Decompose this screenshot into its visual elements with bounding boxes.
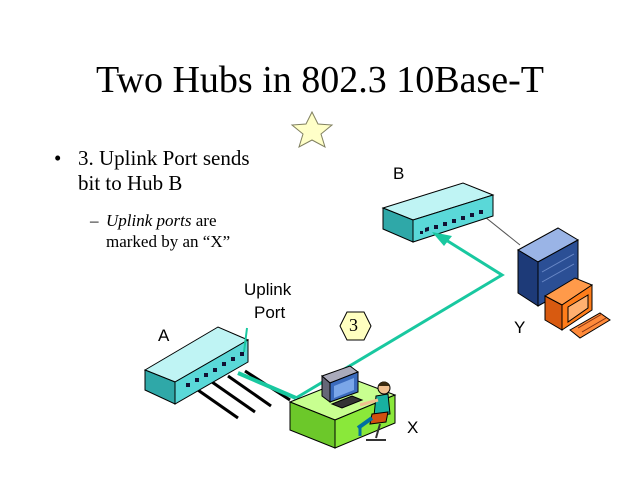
step-badge-label: 3 (349, 315, 358, 335)
signal-path (237, 232, 505, 400)
bullet-marker: • (54, 146, 62, 170)
station-x-label: X (407, 418, 419, 437)
bullet-text-line-1: 3. Uplink Port sends (78, 146, 250, 170)
uplink-port-label-line-1: Uplink (244, 280, 292, 299)
hub-a-label: A (158, 326, 170, 345)
hub-a-icon (143, 326, 250, 405)
step-badge-shape (339, 311, 372, 341)
sub-bullet-marker: – (90, 211, 99, 230)
sub-bullet-rest: are (191, 211, 217, 230)
arrow-head-icon (432, 232, 452, 246)
computer-y-icon (516, 227, 611, 339)
hub-b-label: B (393, 164, 405, 183)
bullet-text-line-2: bit to Hub B (78, 171, 183, 195)
station-y-label: Y (514, 318, 526, 337)
sub-bullet-line-1: Uplink ports are (106, 210, 217, 231)
slide-title: Two Hubs in 802.3 10Base-T (95, 59, 545, 101)
uplink-port-label-line-2: Port (254, 303, 286, 322)
star-icon (290, 110, 334, 149)
uplink-pointer (243, 327, 248, 353)
sub-bullet-emphasis: Uplink ports (106, 211, 192, 230)
hub-b-icon (381, 182, 495, 243)
workstation-x-icon (288, 365, 397, 449)
sub-bullet-line-2: marked by an “X” (106, 232, 231, 251)
